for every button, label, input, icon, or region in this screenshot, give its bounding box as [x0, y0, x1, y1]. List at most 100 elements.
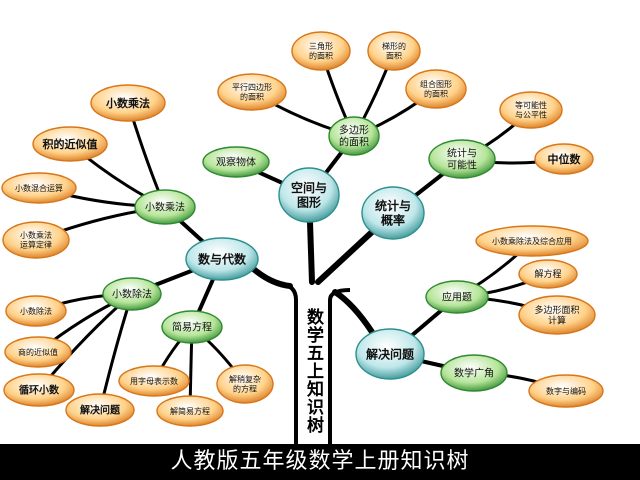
- sub-node-3-0-shape: [425, 280, 489, 314]
- main-node-3-shape: [355, 328, 425, 380]
- leaf-node-2-2-1-label: 解简易方程: [170, 406, 210, 416]
- sub-node-0-0: 观察物体: [202, 146, 270, 178]
- leaf-node-2-0-0-label: 小数乘法: [105, 96, 150, 110]
- main-node-1-shape: [361, 186, 425, 240]
- trunk-label: 数学五上知识树: [303, 308, 323, 434]
- leaf-node-2-0-3-label: 小数乘法运算定律: [20, 230, 52, 250]
- leaf-node-2-2-2: 解稍复杂的方程: [216, 364, 274, 404]
- leaf-node-0-1-2: 平行四边形的面积: [217, 73, 287, 111]
- leaf-node-2-0-3: 小数乘法运算定律: [2, 221, 70, 259]
- sub-node-1-0-shape: [428, 139, 496, 179]
- leaf-node-2-1-0-label: 小数除法: [20, 306, 52, 316]
- leaf-node-2-1-1-shape: [4, 336, 72, 368]
- leaf-node-2-2-0-shape: [118, 365, 190, 397]
- leaf-node-2-1-1: 商的近似值: [4, 336, 72, 368]
- leaf-node-0-1-1-label: 梯形的面积: [382, 41, 406, 61]
- leaf-node-0-1-0-label: 三角形的面积: [309, 41, 333, 61]
- sub-node-2-2-shape: [161, 310, 223, 344]
- main-node-1-label: 统计与概率: [375, 198, 411, 227]
- main-node-0: 空间与图形: [278, 167, 340, 223]
- leaf-node-3-1-0: 数字与编码: [528, 374, 604, 408]
- leaf-node-1-0-0: 等可能性与公平性: [499, 91, 563, 129]
- leaf-node-0-1-3-label: 组合图形的面积: [420, 79, 452, 99]
- leaf-node-2-0-2: 小数混合运算: [1, 172, 77, 204]
- leaf-node-3-0-2-label: 多边形面积计算: [534, 304, 579, 327]
- leaf-node-2-1-1-label: 商的近似值: [18, 347, 58, 357]
- leaf-node-2-0-2-label: 小数混合运算: [15, 183, 63, 193]
- main-node-2-shape: [185, 237, 259, 281]
- leaf-node-1-0-1: 中位数: [534, 143, 594, 175]
- leaf-node-3-0-0: 小数乘除法及综合应用: [475, 225, 589, 257]
- leaf-node-2-1-0: 小数除法: [5, 295, 67, 327]
- sub-node-0-1: 多边形的面积: [328, 116, 380, 156]
- sub-node-2-0: 小数乘法: [134, 189, 196, 225]
- sub-node-0-0-shape: [202, 146, 270, 178]
- bough-stats: [315, 229, 375, 285]
- leaf-node-3-0-2: 多边形面积计算: [518, 295, 596, 335]
- leaf-node-2-1-3-label: 解决问题: [80, 404, 121, 417]
- leaf-node-2-0-1-label: 积的近似值: [43, 137, 98, 151]
- leaf-node-0-1-1-shape: [367, 31, 421, 71]
- main-node-1: 统计与概率: [361, 186, 425, 240]
- leaf-node-2-1-0-shape: [5, 295, 67, 327]
- leaf-node-2-2-2-label: 解稍复杂的方程: [229, 374, 261, 394]
- sub-node-3-1-shape: [440, 354, 508, 392]
- sub-node-2-2: 简易方程: [161, 310, 223, 344]
- leaf-node-3-0-2-shape: [518, 295, 596, 335]
- sub-node-0-1-shape: [328, 116, 380, 156]
- leaf-node-3-0-1-shape: [518, 259, 578, 289]
- leaf-node-0-1-0: 三角形的面积: [291, 31, 351, 71]
- bough-space: [307, 219, 315, 285]
- bough-algebra: [247, 263, 293, 289]
- sub-node-2-1-shape: [102, 277, 162, 311]
- bough-problems: [332, 289, 375, 335]
- leaf-node-2-0-0-shape: [90, 84, 166, 122]
- leaf-node-2-1-3: 解决问题: [65, 393, 135, 427]
- sub-node-3-1: 数学广角: [440, 354, 508, 392]
- sub-node-3-1-label: 数学广角: [454, 367, 494, 380]
- leaf-node-3-0-0-shape: [475, 225, 589, 257]
- leaf-node-0-1-1: 梯形的面积: [367, 31, 421, 71]
- leaf-node-2-0-0: 小数乘法: [90, 84, 166, 122]
- leaf-node-2-1-2-shape: [3, 373, 75, 407]
- leaf-node-2-0-1-shape: [32, 126, 108, 162]
- sub-node-2-1: 小数除法: [102, 277, 162, 311]
- leaf-node-1-0-1-label: 中位数: [548, 152, 582, 166]
- leaf-node-3-1-0-shape: [528, 374, 604, 408]
- sub-node-3-0: 应用题: [425, 280, 489, 314]
- main-node-0-label: 空间与图形: [291, 180, 327, 209]
- sub-node-0-1-label: 多边形的面积: [339, 124, 369, 149]
- leaf-node-2-0-2-shape: [1, 172, 77, 204]
- leaf-node-2-1-3-shape: [65, 393, 135, 427]
- leaf-node-2-2-0-label: 用字母表示数: [130, 376, 178, 386]
- leaf-node-0-1-0-shape: [291, 31, 351, 71]
- main-node-3-label: 解决问题: [366, 346, 415, 361]
- sub-node-0-0-label: 观察物体: [216, 156, 256, 169]
- main-node-2: 数与代数: [185, 237, 259, 281]
- sub-node-2-1-label: 小数除法: [112, 288, 152, 301]
- leaf-node-1-0-0-shape: [499, 91, 563, 129]
- leaf-node-0-1-3: 组合图形的面积: [405, 69, 467, 109]
- main-node-2-label: 数与代数: [198, 251, 247, 266]
- leaf-node-3-0-1: 解方程: [518, 259, 578, 289]
- leaf-node-2-2-1-shape: [156, 395, 224, 427]
- sub-node-2-0-shape: [134, 189, 196, 225]
- sub-node-2-0-label: 小数乘法: [145, 201, 185, 214]
- main-node-3: 解决问题: [355, 328, 425, 380]
- leaf-node-2-0-1: 积的近似值: [32, 126, 108, 162]
- twig-2-1-3: [98, 292, 134, 412]
- sub-node-2-2-label: 简易方程: [172, 321, 212, 334]
- leaf-node-1-0-0-label: 等可能性与公平性: [515, 100, 547, 120]
- leaf-node-3-0-0-label: 小数乘除法及综合应用: [492, 236, 572, 246]
- leaf-node-1-0-1-shape: [534, 143, 594, 175]
- main-node-0-shape: [278, 167, 340, 223]
- sub-node-1-0-label: 统计与可能性: [447, 147, 477, 172]
- leaf-node-3-1-0-label: 数字与编码: [546, 386, 586, 396]
- leaf-node-0-1-2-shape: [217, 73, 287, 111]
- leaf-node-2-1-2: 循环小数: [3, 373, 75, 407]
- leaf-node-0-1-2-label: 平行四边形的面积: [232, 82, 272, 102]
- leaf-node-0-1-3-shape: [405, 69, 467, 109]
- leaf-node-2-2-2-shape: [216, 364, 274, 404]
